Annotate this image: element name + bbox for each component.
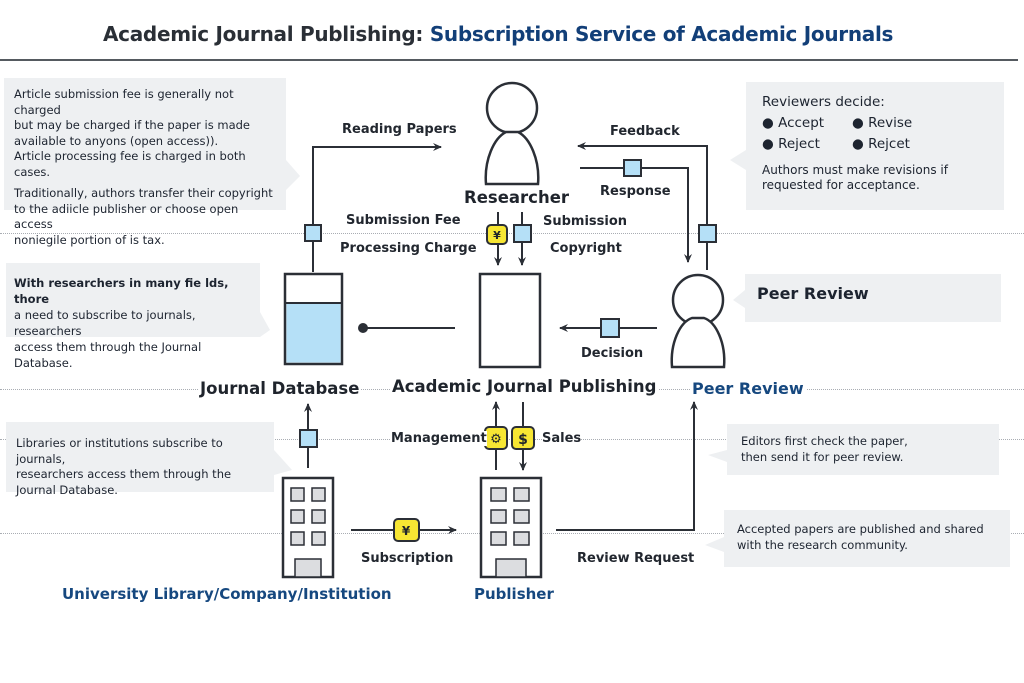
callout-tail xyxy=(708,450,727,462)
note-fees-line: Article submission fee is generally not … xyxy=(14,87,234,117)
row-guide-1 xyxy=(0,233,1024,234)
title-main: Academic Journal Publishing: xyxy=(103,22,424,46)
note-fees-line: available to anyons (open access)). xyxy=(14,133,219,148)
node-academic-journal-publishing: Academic Journal Publishing xyxy=(390,377,659,396)
option-reject: ● Reject xyxy=(762,136,820,152)
node-university: University Library/Company/Institution xyxy=(62,585,392,603)
label-copyright: Copyright xyxy=(550,241,622,256)
dollar-token-icon xyxy=(511,426,535,450)
peer-review-callout: Peer Review xyxy=(757,284,869,303)
yen-glyph: ¥ xyxy=(493,229,501,242)
dollar-glyph: $ xyxy=(518,432,528,448)
yen-token-icon xyxy=(393,518,420,542)
note-libraries-line: Journal Database. xyxy=(16,482,118,497)
note-database: With researchers in many fie lds, thore … xyxy=(6,263,260,370)
reviewers-options-row: ● Reject ● Rejcet xyxy=(762,134,988,155)
reviewers-options-row: ● Accept ● Revise xyxy=(762,113,988,134)
node-journal-database: Journal Database xyxy=(198,379,362,398)
gear-glyph: ⚙ xyxy=(490,432,502,447)
connector-dot xyxy=(358,323,368,333)
note-fees-line: to the adiicle publisher or choose open … xyxy=(14,201,239,232)
note-fees-line: Article processing fee is charged in bot… xyxy=(14,149,246,179)
node-peer-review: Peer Review xyxy=(690,379,806,398)
label-management: Management xyxy=(391,431,487,446)
label-subscription: Subscription xyxy=(361,551,454,566)
note-fees: Article submission fee is generally not … xyxy=(4,78,286,247)
university-building-icon xyxy=(281,476,335,579)
note-database-line: With researchers in many fie lds, thore xyxy=(14,276,229,306)
label-feedback: Feedback xyxy=(610,124,680,139)
label-review-request: Review Request xyxy=(577,551,695,566)
note-database-line: a need to subscribe to journals, researc… xyxy=(14,308,196,338)
option-rejcet: ● Rejcet xyxy=(852,136,910,152)
note-accepted: Accepted papers are published and shared… xyxy=(724,510,1010,567)
note-libraries: Libraries or institutions subscribe to j… xyxy=(6,422,274,497)
note-reviewers: Reviewers decide: ● Accept ● Revise ● Rej… xyxy=(746,82,1004,210)
note-fees-line: Traditionally, authors transfer their co… xyxy=(14,186,273,200)
publisher-building-icon xyxy=(479,476,543,579)
note-editors-line: then send it for peer review. xyxy=(741,449,904,464)
note-libraries-line: Libraries or institutions subscribe to j… xyxy=(16,436,223,466)
note-peer-review: Peer Review xyxy=(745,274,1001,322)
node-publisher: Publisher xyxy=(474,585,554,603)
note-editors-line: Editors first check the paper, xyxy=(741,434,908,448)
reviewers-heading: Reviewers decide: xyxy=(762,94,885,110)
reviewers-footer: Authors must make revisions if requested… xyxy=(762,163,948,192)
page-title: Academic Journal Publishing: Subscriptio… xyxy=(103,22,893,46)
label-response: Response xyxy=(600,184,671,199)
yen-glyph: ¥ xyxy=(402,524,411,538)
note-fees-line: but may be charged if the paper is made xyxy=(14,118,251,132)
callout-tail xyxy=(705,537,724,552)
document-token-icon xyxy=(513,224,532,243)
label-submission-fee: Submission Fee xyxy=(346,213,461,228)
note-libraries-line: researchers access them through the xyxy=(16,467,232,481)
option-revise: ● Revise xyxy=(852,115,913,131)
document-token-icon xyxy=(623,159,642,177)
callout-tail xyxy=(730,150,746,170)
title-subtitle: Subscription Service of Academic Journal… xyxy=(429,22,894,46)
document-token-icon xyxy=(304,224,322,242)
callout-tail xyxy=(286,160,300,190)
note-accepted-line: with the research community. xyxy=(737,537,908,552)
callout-tail xyxy=(274,450,292,475)
document-token-icon xyxy=(600,318,620,338)
note-fees-line: noniegile portion of is tax. xyxy=(14,232,165,247)
label-sales: Sales xyxy=(542,431,582,446)
note-accepted-line: Accepted papers are published and shared xyxy=(737,522,984,536)
label-processing-charge: Processing Charge xyxy=(340,241,477,256)
option-accept: ● Accept xyxy=(762,115,825,131)
label-submission: Submission xyxy=(543,214,628,229)
label-decision: Decision xyxy=(581,346,644,361)
response-arrow xyxy=(580,167,692,263)
label-reading-papers: Reading Papers xyxy=(342,122,457,137)
document-token-icon xyxy=(299,429,318,448)
callout-tail xyxy=(733,290,745,308)
title-divider xyxy=(0,59,1018,61)
note-editors: Editors first check the paper, then send… xyxy=(727,424,999,475)
journal-document-icon xyxy=(478,272,542,369)
researcher-person-icon xyxy=(484,81,540,186)
node-researcher: Researcher xyxy=(464,188,570,207)
yen-token-icon xyxy=(486,224,508,245)
review-request-arrow xyxy=(556,401,698,531)
callout-tail xyxy=(260,312,270,337)
peer-reviewer-person-icon xyxy=(670,273,726,369)
document-token-icon xyxy=(698,224,717,243)
note-database-line: access them through the Journal Database… xyxy=(14,340,202,370)
